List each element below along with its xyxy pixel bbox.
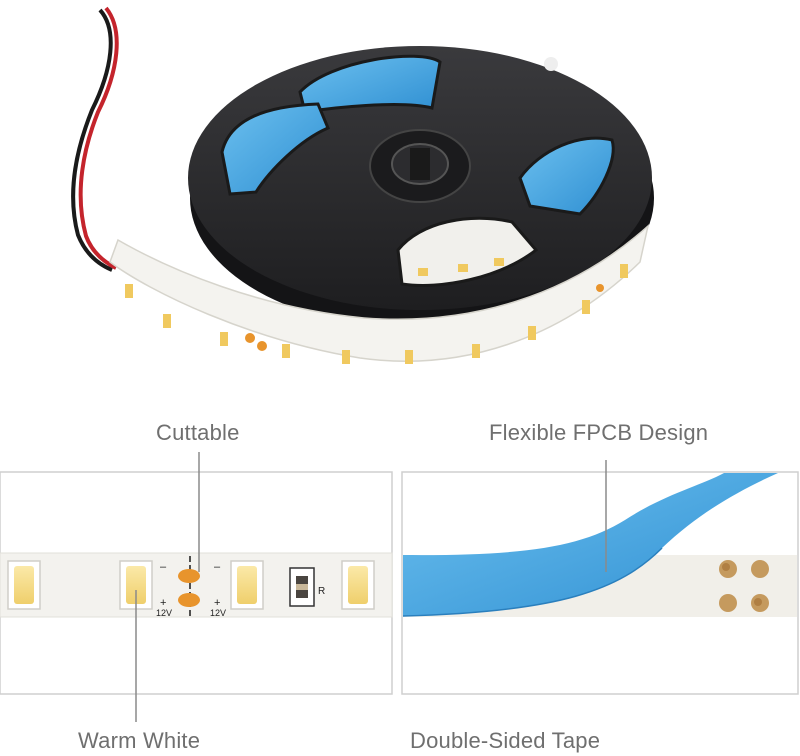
power-wire [71, 6, 119, 272]
minus-mark: – [160, 561, 167, 573]
solder-pad [751, 560, 769, 578]
solder-pad [178, 569, 200, 583]
cuttable-detail-panel: – – + + 12V 12V R [0, 452, 393, 722]
led-chip [230, 560, 264, 610]
fpcb-detail-panel [401, 460, 799, 695]
led-strip-coil [109, 223, 650, 364]
minus-mark: – [214, 561, 221, 573]
plus-mark: + [214, 597, 220, 609]
double-sided-tape-label: Double-Sided Tape [410, 728, 601, 753]
solder-pad [178, 593, 200, 607]
led-chip [7, 560, 41, 610]
warm-white-label: Warm White [78, 728, 201, 753]
blue-backing-tape [403, 473, 778, 616]
plus-mark: + [160, 597, 166, 609]
led-strip-reel [188, 46, 654, 330]
solder-pad [719, 594, 737, 612]
flexible-fpcb-label: Flexible FPCB Design [489, 420, 709, 445]
cuttable-label: Cuttable [156, 420, 240, 445]
resistor-mark: R [318, 586, 325, 597]
led-chip [341, 560, 375, 610]
resistor-chip [289, 567, 315, 607]
voltage-mark: 12V [210, 608, 226, 618]
led-chip [119, 560, 153, 610]
voltage-mark: 12V [156, 608, 172, 618]
